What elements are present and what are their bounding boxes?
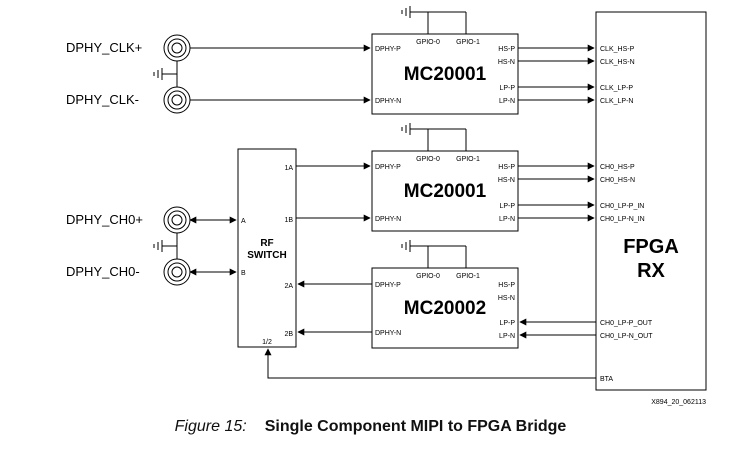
chip-box-3 <box>371 267 519 349</box>
rf-switch-pin-1b: 1B <box>284 217 293 224</box>
chip-3-dphy-p: DPHY-P <box>375 282 401 289</box>
chip-box-1 <box>371 33 519 115</box>
chip-1-hs-p: HS-P <box>498 46 515 53</box>
figure-caption: Figure 15: Single Component MIPI to FPGA … <box>0 418 741 436</box>
rf-switch-pin-b: B <box>241 270 246 277</box>
chip-1-gpio0: GPIO-0 <box>416 39 440 46</box>
chip-3-name: MC20002 <box>404 298 486 319</box>
gpio-ground-chip-1 <box>401 6 467 34</box>
fpga-pin-clk-lp-n: CLK_LP-N <box>600 98 633 105</box>
ground-symbol-ch0 <box>153 233 178 259</box>
chip-2-lp-p: LP-P <box>499 203 515 210</box>
fpga-pin-ch0-lp-p-out: CH0_LP-P_OUT <box>600 320 653 327</box>
rf-switch-pin-a: A <box>241 218 246 225</box>
ground-symbol-clk <box>153 61 178 87</box>
rf-switch-pin-select: 1/2 <box>262 339 272 346</box>
rf-switch-title-line1: RF <box>260 238 273 249</box>
rf-switch-title-line2: SWITCH <box>247 250 286 261</box>
chip-1-dphy-n: DPHY-N <box>375 98 401 105</box>
chip-3-dphy-n: DPHY-N <box>375 330 401 337</box>
chip-2-dphy-n: DPHY-N <box>375 216 401 223</box>
fpga-pin-clk-hs-p: CLK_HS-P <box>600 46 635 53</box>
fpga-pin-ch0-hs-p: CH0_HS-P <box>600 164 635 171</box>
chip-3-lp-p: LP-P <box>499 320 515 327</box>
coax-connector-ch0-p <box>163 206 191 234</box>
rf-switch-box <box>237 148 297 348</box>
rf-switch-pin-2a: 2A <box>284 283 293 290</box>
chip-3-hs-n: HS-N <box>498 295 515 302</box>
chip-box-2 <box>371 150 519 232</box>
figure-title: Single Component MIPI to FPGA Bridge <box>264 418 567 435</box>
chip-2-lp-n: LP-N <box>499 216 515 223</box>
chip-2-name: MC20001 <box>404 181 487 202</box>
drawing-id: X894_20_062113 <box>651 399 706 406</box>
chip-3-gpio0: GPIO-0 <box>416 273 440 280</box>
fpga-title-line2: RX <box>637 260 665 282</box>
chip-1-gpio1: GPIO-1 <box>456 39 480 46</box>
chip-1-name: MC20001 <box>404 64 487 85</box>
chip-2-dphy-p: DPHY-P <box>375 164 401 171</box>
fpga-pin-clk-hs-n: CLK_HS-N <box>600 59 635 66</box>
coax-connector-ch0-n <box>163 258 191 286</box>
figure-number: Figure 15: <box>174 418 247 435</box>
chip-2-hs-p: HS-P <box>498 164 515 171</box>
gpio-ground-chip-2 <box>401 123 467 151</box>
fpga-pin-ch0-lp-p-in: CH0_LP-P_IN <box>600 203 644 210</box>
fpga-pin-ch0-hs-n: CH0_HS-N <box>600 177 635 184</box>
connector-label-ch0-p: DPHY_CH0+ <box>66 212 143 227</box>
gpio-ground-chip-3 <box>401 240 467 268</box>
chip-2-gpio1: GPIO-1 <box>456 156 480 163</box>
connector-label-ch0-n: DPHY_CH0- <box>66 264 140 279</box>
fpga-pin-bta: BTA <box>600 376 613 383</box>
chip-3-gpio1: GPIO-1 <box>456 273 480 280</box>
rf-switch-pin-2b: 2B <box>284 331 293 338</box>
chip-1-lp-p: LP-P <box>499 85 515 92</box>
wire-bta <box>264 348 596 379</box>
chip-2-hs-n: HS-N <box>498 177 515 184</box>
coax-connector-clk-p <box>163 34 191 62</box>
fpga-pin-ch0-lp-n-out: CH0_LP-N_OUT <box>600 333 653 340</box>
chip-3-lp-n: LP-N <box>499 333 515 340</box>
chip-3-hs-p: HS-P <box>498 282 515 289</box>
chip-1-hs-n: HS-N <box>498 59 515 66</box>
chip-1-lp-n: LP-N <box>499 98 515 105</box>
rf-switch-pin-1a: 1A <box>284 165 293 172</box>
connector-label-clk-n: DPHY_CLK- <box>66 92 139 107</box>
fpga-pin-clk-lp-p: CLK_LP-P <box>600 85 633 92</box>
chip-1-dphy-p: DPHY-P <box>375 46 401 53</box>
fpga-title-line1: FPGA <box>623 236 679 258</box>
coax-connector-clk-n <box>163 86 191 114</box>
connector-label-clk-p: DPHY_CLK+ <box>66 40 142 55</box>
fpga-box <box>595 11 707 391</box>
fpga-pin-ch0-lp-n-in: CH0_LP-N_IN <box>600 216 645 223</box>
chip-2-gpio0: GPIO-0 <box>416 156 440 163</box>
